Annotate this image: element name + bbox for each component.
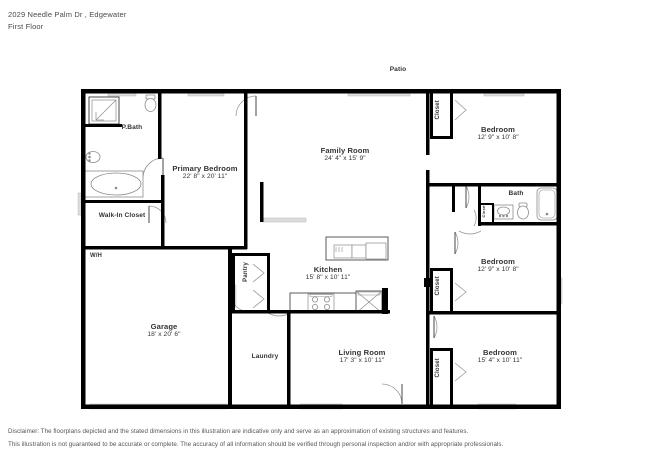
wall-pantry-right — [267, 253, 270, 313]
wall-closet3-top — [430, 348, 453, 351]
walls-layer — [81, 89, 561, 409]
wall-family-right-mid — [426, 170, 430, 228]
wall-pantry-top — [232, 253, 270, 256]
page-subtitle-floor: First Floor — [8, 22, 44, 31]
wall-living-left — [287, 310, 291, 406]
door-living-room-exterior — [381, 383, 403, 405]
toilet-icon — [144, 94, 157, 112]
doors-layer — [142, 95, 482, 405]
door-hall-bath — [458, 230, 482, 235]
wall-closet1-right — [450, 93, 453, 139]
jamb-bedroom3-door — [424, 278, 430, 287]
wall-bath-bottom — [478, 222, 561, 226]
wall-walkin-closet-top — [85, 200, 162, 203]
door-bedroom-4 — [433, 315, 438, 339]
wall-exterior-left — [81, 89, 86, 409]
wall-garage-right — [228, 249, 232, 405]
wall-exterior-top — [81, 89, 561, 94]
wall-linen-left — [478, 203, 481, 225]
wall-pantry-left — [232, 253, 235, 313]
wall-closet2-top — [430, 268, 453, 271]
wall-kitchen-bottom — [270, 310, 390, 314]
wall-linen-right — [492, 203, 494, 225]
tub-icon-hall — [536, 187, 558, 221]
tub-icon-primary — [84, 170, 144, 198]
kitchen-counter — [289, 290, 383, 314]
wall-closet2-right — [450, 268, 453, 314]
wall-closet2-left — [430, 268, 433, 314]
wall-pbath-right-upper — [158, 89, 162, 159]
wall-closet1-left — [430, 93, 433, 139]
wall-hall-right — [426, 228, 430, 408]
door-bedroom-2 — [465, 185, 470, 209]
jamb-kitchen-fridge — [382, 288, 388, 314]
wall-closet3-left — [430, 348, 433, 406]
refrigerator-icon — [355, 290, 383, 314]
disclaimer-line-2: This illustration is not guaranteed to b… — [8, 441, 504, 448]
door-family-room-entry — [235, 95, 257, 117]
door-closet-1 — [454, 99, 467, 121]
toilet-icon-hall — [517, 202, 529, 220]
wall-bedroom2-bottom — [426, 183, 561, 187]
wall-pbath-right-lower — [161, 175, 165, 247]
shower-icon — [88, 96, 120, 125]
island-icon — [325, 236, 389, 261]
wall-hall-stub-2 — [452, 186, 455, 212]
door-closet-2 — [454, 282, 467, 302]
sink-icon-primary — [85, 151, 101, 163]
wall-family-right-upper — [426, 93, 430, 155]
openings-layer — [77, 90, 563, 410]
wall-closet1-bottom — [430, 136, 453, 139]
sink-icon-hall — [493, 204, 514, 220]
door-bedroom-3 — [454, 231, 459, 255]
wall-primary-bottom — [85, 246, 247, 250]
disclaimer-line-1: Disclaimer: The floorplans depicted and … — [8, 428, 469, 435]
range-icon — [307, 293, 335, 313]
door-pantry-upper — [252, 263, 265, 283]
wall-closet3-right — [450, 348, 453, 406]
door-hall-linen — [473, 209, 477, 227]
door-primary-bedroom — [142, 157, 164, 179]
page-title-address: 2029 Needle Palm Dr , Edgewater — [8, 10, 127, 19]
wall-exterior-right — [556, 89, 561, 409]
wall-primary-right — [244, 89, 248, 249]
door-closet-3 — [454, 362, 467, 382]
wall-linen-top — [478, 203, 494, 205]
wall-shower-partition — [85, 124, 122, 127]
wall-pantry-bottom — [232, 310, 290, 314]
opening-family-to-kitchen — [261, 217, 307, 223]
wall-bedroom3-bottom — [426, 311, 561, 315]
door-pantry-lower — [252, 289, 265, 309]
wall-kitchen-left-stub — [260, 182, 264, 222]
wall-hall-stub-1 — [426, 183, 452, 187]
wall-exterior-bottom — [81, 404, 561, 409]
